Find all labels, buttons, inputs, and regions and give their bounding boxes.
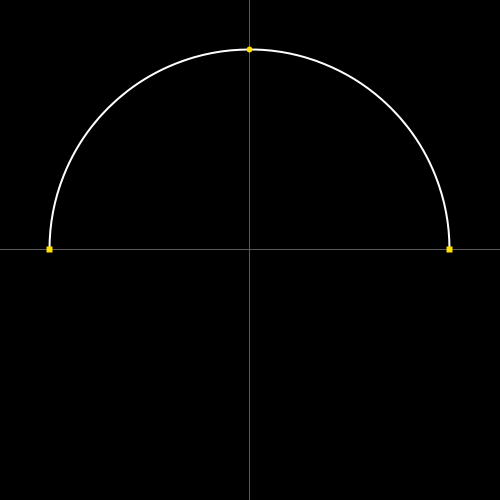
right-endpoint xyxy=(446,246,453,253)
left-endpoint xyxy=(46,246,53,253)
points-layer xyxy=(46,46,453,253)
apex-point xyxy=(246,46,253,53)
